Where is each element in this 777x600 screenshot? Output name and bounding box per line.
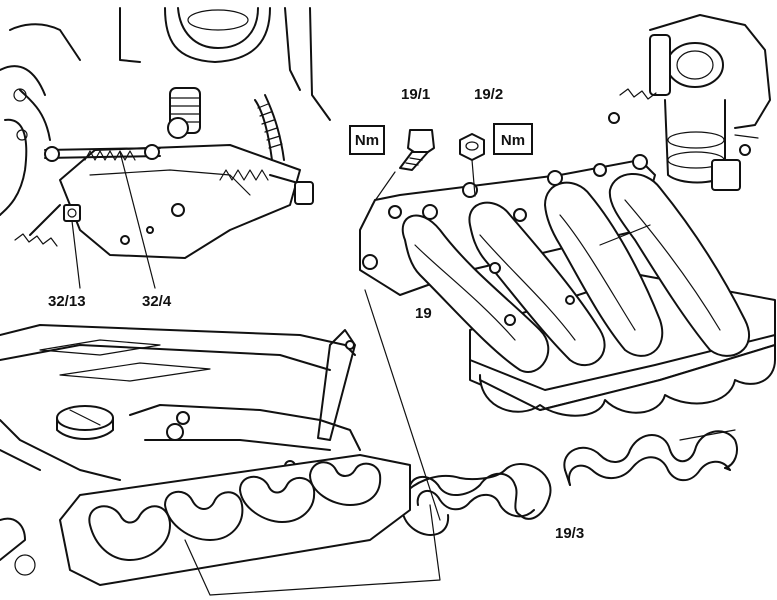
gasket-19-3-left — [400, 463, 552, 536]
torque-label-left: Nm — [355, 132, 379, 149]
torque-label-right: Nm — [501, 132, 525, 149]
label-32-13: 32/13 — [48, 293, 86, 310]
throttle-body — [608, 14, 771, 191]
intake-manifold — [359, 154, 776, 417]
torque-symbol-left: Nm — [349, 125, 385, 155]
bolt-19-1 — [399, 129, 435, 171]
label-19-3: 19/3 — [555, 525, 584, 542]
label-32-4: 32/4 — [142, 293, 172, 310]
cylinder-head — [0, 289, 441, 596]
label-19-2: 19/2 — [474, 86, 503, 103]
torque-symbol-right: Nm — [493, 123, 533, 155]
throttle-linkage-detail — [0, 7, 331, 289]
gasket-19-3-right — [563, 429, 738, 486]
label-19: 19 — [415, 305, 432, 322]
label-19-1: 19/1 — [401, 86, 430, 103]
nut-19-2 — [459, 133, 485, 161]
